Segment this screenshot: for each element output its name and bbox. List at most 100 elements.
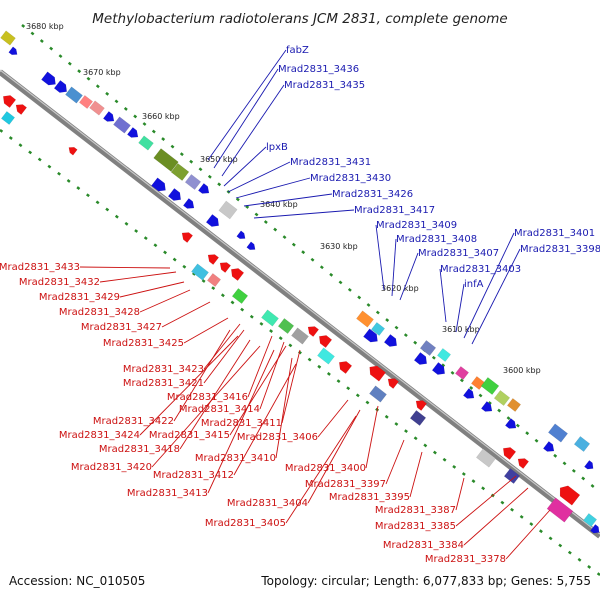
reverse-gene-17[interactable] — [317, 347, 335, 365]
forward-gene-label[interactable]: Mrad2831_3435 — [284, 80, 365, 91]
reverse-gene-label[interactable]: Mrad2831_3410 — [195, 453, 276, 464]
reverse-gene-22[interactable] — [413, 397, 427, 411]
reverse-gene-6[interactable] — [205, 251, 219, 265]
reverse-gene-label[interactable]: Mrad2831_3378 — [425, 554, 506, 565]
forward-gene-2[interactable] — [8, 46, 20, 57]
forward-gene-label[interactable]: infA — [464, 279, 484, 290]
forward-gene-18[interactable] — [183, 198, 196, 211]
reverse-gene-label[interactable]: Mrad2831_3427 — [81, 322, 162, 333]
forward-gene-39[interactable] — [548, 423, 568, 443]
forward-gene-25[interactable] — [363, 328, 380, 345]
reverse-gene-8[interactable] — [228, 265, 245, 281]
reverse-gene-label[interactable]: Mrad2831_3423 — [123, 364, 204, 375]
forward-gene-10[interactable] — [127, 127, 140, 140]
reverse-gene-20[interactable] — [385, 375, 399, 389]
reverse-gene-26[interactable] — [515, 455, 529, 469]
reverse-gene-label[interactable]: Mrad2831_3433 — [0, 262, 80, 273]
reverse-gene-27[interactable] — [503, 468, 521, 484]
forward-gene-3[interactable] — [41, 71, 58, 88]
reverse-gene-2[interactable] — [13, 101, 27, 115]
forward-gene-label[interactable]: Mrad2831_3436 — [278, 64, 359, 75]
reverse-gene-label[interactable]: Mrad2831_3418 — [99, 444, 180, 455]
reverse-gene-16[interactable] — [316, 332, 333, 348]
reverse-gene-label[interactable]: Mrad2831_3420 — [71, 462, 152, 473]
reverse-gene-7[interactable] — [217, 259, 231, 273]
forward-gene-14[interactable] — [184, 174, 202, 190]
reverse-gene-label[interactable]: Mrad2831_3421 — [123, 378, 204, 389]
reverse-gene-30[interactable] — [583, 513, 597, 527]
reverse-gene-18[interactable] — [336, 358, 353, 374]
reverse-gene-label[interactable]: Mrad2831_3397 — [305, 479, 386, 490]
reverse-gene-label[interactable]: Mrad2831_3384 — [383, 540, 464, 551]
reverse-gene-5[interactable] — [179, 229, 193, 243]
reverse-gene-9[interactable] — [191, 263, 209, 281]
forward-gene-label[interactable]: Mrad2831_3409 — [376, 220, 457, 231]
forward-gene-43[interactable] — [590, 524, 600, 535]
forward-gene-27[interactable] — [419, 340, 437, 356]
reverse-gene-label[interactable]: Mrad2831_3412 — [153, 470, 234, 481]
reverse-gene-21[interactable] — [369, 385, 387, 403]
forward-gene-label[interactable]: lpxB — [266, 142, 288, 153]
forward-gene-label[interactable]: Mrad2831_3398 — [520, 244, 600, 255]
forward-gene-41[interactable] — [543, 441, 556, 454]
reverse-gene-label[interactable]: Mrad2831_3422 — [93, 416, 174, 427]
reverse-gene-label[interactable]: Mrad2831_3387 — [375, 505, 456, 516]
reverse-gene-25[interactable] — [500, 444, 517, 460]
reverse-gene-12[interactable] — [261, 309, 279, 327]
forward-gene-8[interactable] — [103, 111, 116, 124]
forward-gene-29[interactable] — [413, 352, 430, 367]
reverse-gene-29[interactable] — [546, 497, 574, 523]
forward-gene-30[interactable] — [431, 362, 448, 377]
reverse-gene-label[interactable]: Mrad2831_3424 — [59, 430, 140, 441]
forward-gene-11[interactable] — [138, 135, 154, 151]
forward-gene-36[interactable] — [463, 388, 476, 401]
reverse-gene-label[interactable]: Mrad2831_3395 — [329, 492, 410, 503]
reverse-gene-24[interactable] — [476, 448, 496, 468]
forward-gene-label[interactable]: Mrad2831_3408 — [396, 234, 477, 245]
forward-gene-12[interactable] — [153, 148, 179, 172]
reverse-gene-label[interactable]: Mrad2831_3415 — [149, 430, 230, 441]
forward-gene-35[interactable] — [507, 398, 521, 412]
reverse-gene-label[interactable]: Mrad2831_3429 — [39, 292, 120, 303]
forward-gene-32[interactable] — [471, 376, 485, 390]
forward-gene-label[interactable]: Mrad2831_3407 — [418, 248, 499, 259]
forward-gene-13[interactable] — [170, 163, 190, 181]
reverse-gene-13[interactable] — [277, 318, 295, 334]
forward-gene-7[interactable] — [89, 100, 105, 116]
forward-gene-33[interactable] — [480, 377, 500, 395]
reverse-gene-28[interactable] — [556, 483, 581, 506]
reverse-gene-label[interactable]: Mrad2831_3413 — [127, 488, 208, 499]
forward-gene-5[interactable] — [65, 86, 83, 104]
reverse-gene-label[interactable]: Mrad2831_3432 — [19, 277, 100, 288]
forward-gene-label[interactable]: Mrad2831_3401 — [514, 228, 595, 239]
reverse-gene-10[interactable] — [207, 273, 221, 287]
forward-gene-16[interactable] — [151, 177, 168, 194]
forward-gene-label[interactable]: Mrad2831_3430 — [310, 173, 391, 184]
reverse-gene-label[interactable]: Mrad2831_3428 — [59, 307, 140, 318]
reverse-gene-label[interactable]: Mrad2831_3385 — [375, 521, 456, 532]
reverse-gene-label[interactable]: Mrad2831_3405 — [205, 518, 286, 529]
forward-gene-23[interactable] — [356, 310, 374, 328]
forward-gene-15[interactable] — [198, 183, 211, 196]
forward-gene-28[interactable] — [437, 348, 451, 362]
reverse-gene-label[interactable]: Mrad2831_3404 — [227, 498, 308, 509]
reverse-gene-label[interactable]: Mrad2831_3400 — [285, 463, 366, 474]
forward-gene-label[interactable]: fabZ — [286, 45, 309, 56]
forward-gene-37[interactable] — [481, 401, 494, 414]
forward-gene-26[interactable] — [383, 334, 400, 349]
reverse-gene-11[interactable] — [231, 288, 249, 304]
forward-gene-34[interactable] — [493, 390, 511, 406]
forward-gene-label[interactable]: Mrad2831_3426 — [332, 189, 413, 200]
forward-gene-label[interactable]: Mrad2831_3431 — [290, 157, 371, 168]
reverse-gene-19[interactable] — [366, 363, 386, 382]
forward-gene-1[interactable] — [0, 30, 16, 46]
forward-gene-label[interactable]: Mrad2831_3403 — [440, 264, 521, 275]
reverse-gene-14[interactable] — [291, 327, 309, 345]
forward-gene-38[interactable] — [505, 418, 518, 431]
forward-gene-17[interactable] — [167, 188, 184, 203]
reverse-gene-label[interactable]: Mrad2831_3414 — [179, 404, 260, 415]
reverse-gene-label[interactable]: Mrad2831_3416 — [167, 392, 248, 403]
forward-gene-6[interactable] — [79, 95, 93, 109]
forward-gene-40[interactable] — [573, 436, 591, 452]
reverse-gene-label[interactable]: Mrad2831_3411 — [201, 418, 282, 429]
